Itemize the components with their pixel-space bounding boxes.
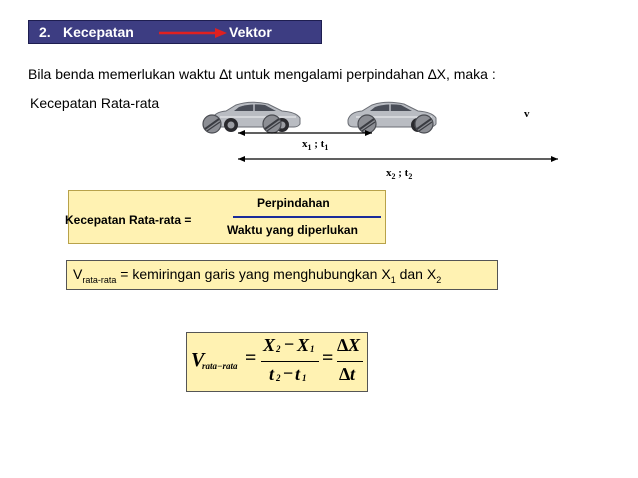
intro-after: , maka : [445,66,496,82]
right-arrow-icon [159,28,227,38]
car-icon [211,101,301,133]
formula-den-t1-sub: 1 [302,373,307,383]
position-time-label-1: x1 ; t1 [302,138,329,153]
section-title-left: Kecepatan [63,24,134,40]
intro-delta-x: ∆X [428,66,446,82]
position-time-label-2: x2 ; t2 [386,167,413,182]
formula-den-t1: t [295,364,301,384]
fraction-line [233,216,381,218]
formula-v-sub: rata−rata [202,361,238,371]
definition-lhs: Kecepatan Rata-rata = [65,213,192,227]
statement-text: Vrata-rata = kemiringan garis yang mengh… [73,266,442,285]
formula-minus-2: − [283,363,294,383]
intro-middle: untuk mengalami perpindahan [231,66,429,82]
formula-fraction-line-1 [261,361,319,362]
formula-num-x1: X [297,335,310,355]
wheel-blur-icon [262,114,282,134]
formula-num-x2: X [263,335,276,355]
formula-fraction-line-2 [337,361,363,362]
section-header-bar: 2. Kecepatan Vektor [28,20,322,44]
displacement-arrow-x2 [238,156,558,162]
statement-box: Vrata-rata = kemiringan garis yang mengh… [66,260,498,290]
formula-v: V [191,349,205,371]
formula-den-t2: t [269,364,275,384]
formula-den-t2-sub: 2 [276,373,281,383]
wheel-blur-icon [357,114,377,134]
formula-num-x2-sub: 2 [276,344,281,354]
formula-box: V rata−rata = X 2 − X 1 t 2 − t 1 = ∆X ∆… [186,332,368,392]
formula-num-x1-sub: 1 [310,344,315,354]
definition-numerator: Perpindahan [257,196,330,210]
motion-diagram [202,101,558,162]
definition-denominator: Waktu yang diperlukan [227,223,358,237]
subtitle: Kecepatan Rata-rata [30,95,160,111]
section-title-right: Vektor [229,24,272,40]
wheel-blur-icon [414,114,434,134]
wheel-blur-icon [202,114,222,134]
definition-box: Kecepatan Rata-rata = Perpindahan Waktu … [65,190,386,244]
formula-minus-1: − [284,334,295,354]
velocity-label: v [524,108,530,120]
formula-equals-1: = [245,347,257,369]
formula-delta-t: ∆t [339,364,356,384]
formula-delta-x: ∆X [337,335,361,355]
formula-equals-2: = [322,347,334,369]
intro-before: Bila benda memerlukan waktu [28,66,220,82]
displacement-arrow-x1 [238,130,372,136]
section-number: 2. [39,24,51,40]
intro-sentence: Bila benda memerlukan waktu ∆t untuk men… [28,66,496,82]
intro-delta-t: ∆t [219,66,232,82]
